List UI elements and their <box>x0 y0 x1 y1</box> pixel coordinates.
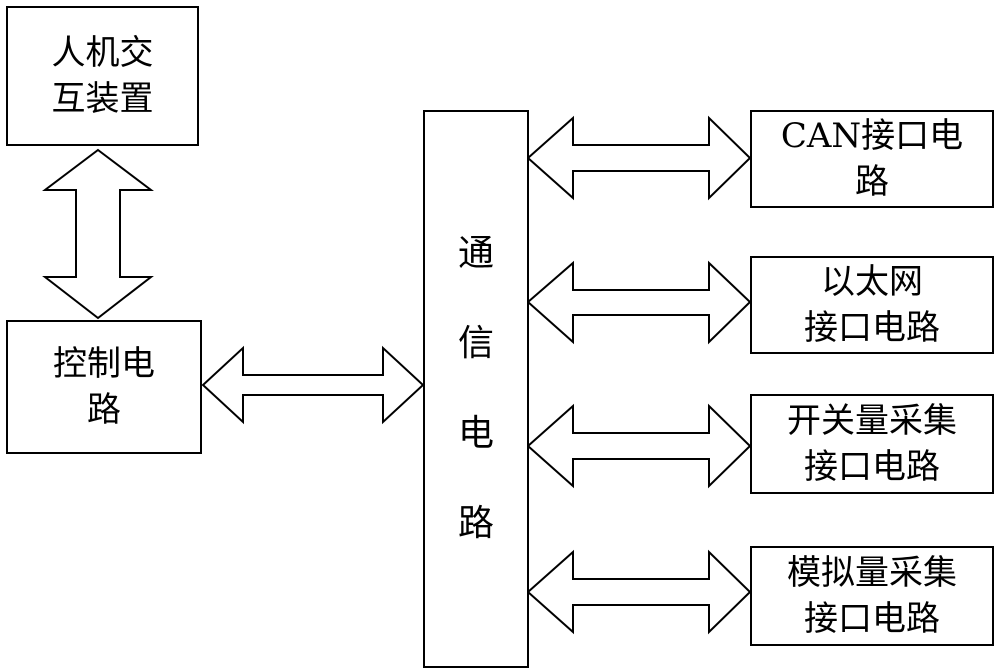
comm-char-4: 路 <box>457 503 494 544</box>
ethernet-block: 以太网 接口电路 <box>750 256 994 354</box>
arrow-comm-can <box>526 115 752 201</box>
can-label-line2: 路 <box>855 162 889 202</box>
switch-label-line2: 接口电路 <box>804 447 940 487</box>
comm-char-1: 通 <box>457 233 494 274</box>
ethernet-label-line1: 以太网 <box>821 262 923 302</box>
switch-label-line1: 开关量采集 <box>787 401 957 441</box>
analog-block: 模拟量采集 接口电路 <box>750 546 994 646</box>
analog-label-line2: 接口电路 <box>804 599 940 639</box>
analog-label-line1: 模拟量采集 <box>787 553 957 593</box>
can-label-line1: CAN接口电 <box>780 116 964 156</box>
control-label-line2: 路 <box>87 390 121 430</box>
arrow-comm-switch <box>526 403 752 489</box>
hmi-block: 人机交 互装置 <box>6 6 199 146</box>
comm-char-3: 电 <box>457 413 494 454</box>
switch-block: 开关量采集 接口电路 <box>750 394 994 494</box>
control-block: 控制电 路 <box>6 320 202 454</box>
arrow-comm-ethernet <box>526 260 752 345</box>
can-block: CAN接口电 路 <box>750 110 994 208</box>
comm-block: 通 信 电 路 <box>423 110 529 668</box>
control-label-line1: 控制电 <box>53 344 155 384</box>
arrow-hmi-control <box>42 148 154 320</box>
hmi-label-line1: 人机交 <box>51 33 154 73</box>
ethernet-label-line2: 接口电路 <box>804 308 940 348</box>
arrow-control-comm <box>201 345 425 425</box>
arrow-comm-analog <box>526 549 752 635</box>
comm-char-2: 信 <box>457 323 494 364</box>
hmi-label-line2: 互装置 <box>51 79 154 119</box>
